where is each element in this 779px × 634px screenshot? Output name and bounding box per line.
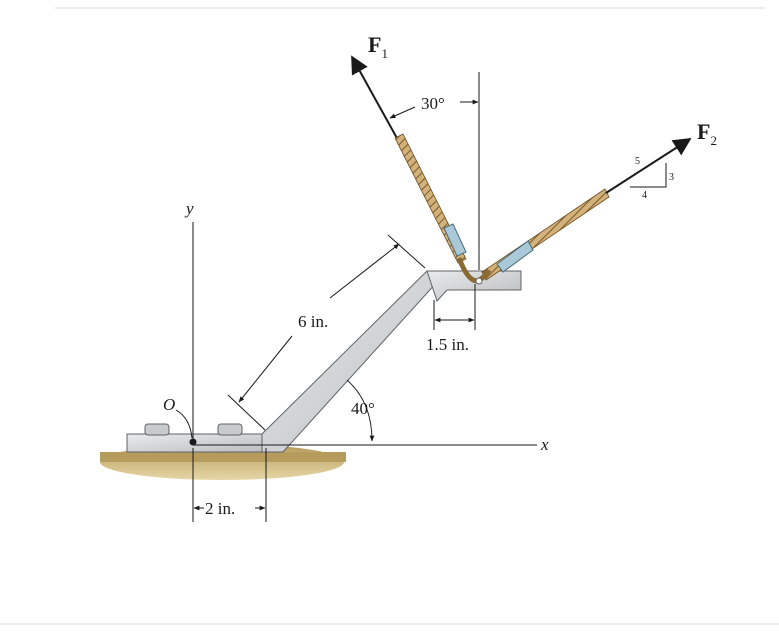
member-dim-line-upper (329, 243, 400, 299)
top-plate (426, 270, 522, 302)
member-angle-arc (346, 379, 375, 442)
f1-arrow (351, 55, 399, 141)
x-axis-label: x (540, 435, 549, 454)
f2-arrow (605, 138, 692, 194)
origin-point (189, 438, 197, 446)
inclined-member (261, 270, 449, 453)
f1-angle-label: 30° (421, 94, 445, 113)
slope-triangle (630, 163, 667, 188)
member-length-label: 6 in. (298, 312, 328, 331)
f2-sleeve (496, 240, 534, 273)
bolt-right (217, 423, 243, 436)
base-plate (126, 433, 278, 453)
origin-leader (175, 409, 193, 439)
slope-rise: 3 (669, 172, 674, 183)
f1-label: F1 (368, 32, 388, 61)
member-ext-top (387, 234, 426, 269)
slope-hyp: 5 (635, 156, 640, 167)
y-axis-label: y (184, 199, 194, 218)
slope-run: 4 (642, 190, 647, 201)
base-offset-label: 2 in. (205, 499, 235, 518)
member-ext-bottom (227, 394, 266, 431)
member-angle-label: 40° (351, 399, 375, 418)
pin (475, 277, 483, 285)
f2-label: F2 (697, 119, 717, 148)
bolt-left (144, 423, 170, 436)
origin-label: O (163, 395, 175, 414)
f1-sleeve (443, 223, 467, 257)
member-dim-line-lower (238, 335, 293, 403)
top-offset-label: 1.5 in. (426, 335, 469, 354)
ground-top (100, 452, 346, 462)
angle-30-left-arrow (389, 106, 416, 119)
